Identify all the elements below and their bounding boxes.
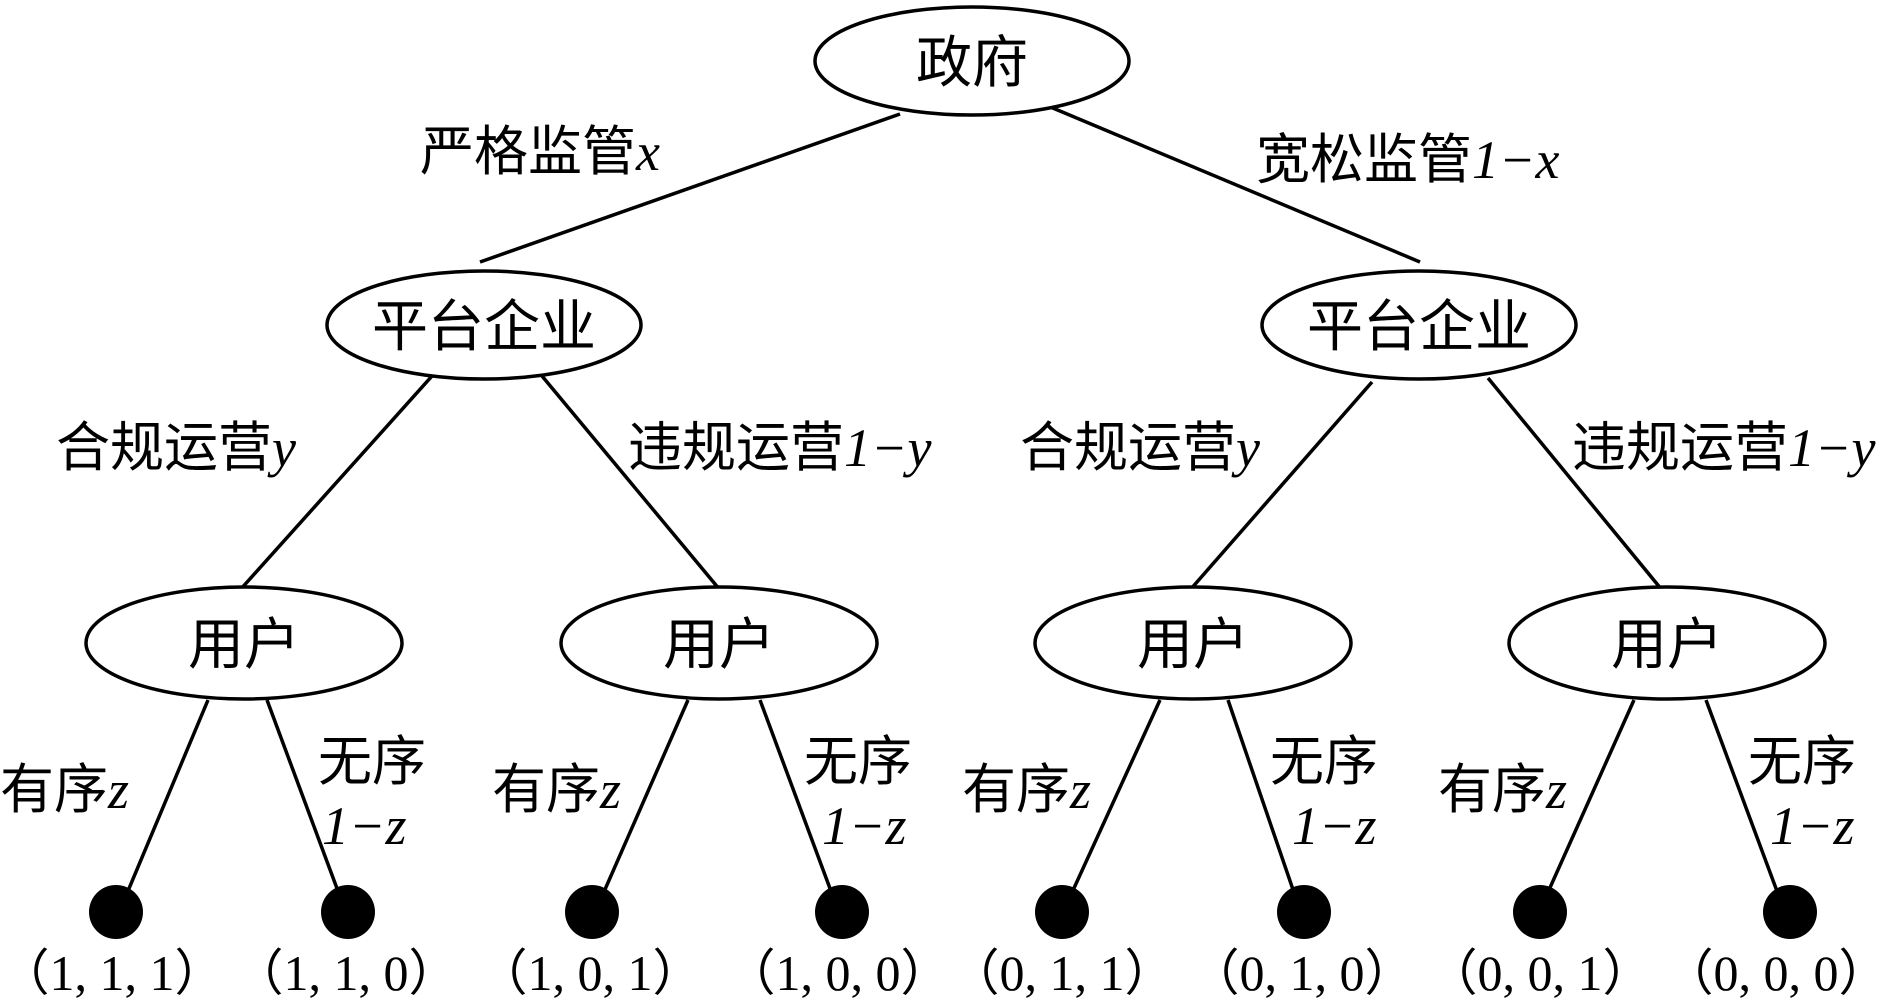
edge-label-violate-1: 违规运营1−y xyxy=(628,416,931,479)
payoff-labels: （1, 1, 1） （1, 1, 0） （1, 0, 1） （1, 0, 0） … xyxy=(0,945,1889,1001)
leaf-dot-5 xyxy=(1035,885,1089,939)
edge-l1a-right xyxy=(540,374,722,592)
edge-label-ordered-1: 有序z xyxy=(0,758,129,821)
payoff-6: （0, 1, 0） xyxy=(1190,945,1415,1001)
edge-label-loose: 宽松监管1−x xyxy=(1256,128,1559,191)
root-node xyxy=(813,5,1131,117)
platform-label-left: 平台企业 xyxy=(372,295,596,360)
edge-label-disordered-3: 无序 1−z xyxy=(1270,730,1395,856)
edge-label-ordered-3: 有序z xyxy=(962,758,1091,821)
edge-l2b-right xyxy=(758,699,840,911)
root-label: 政府 xyxy=(916,31,1028,96)
edge-label-violate-2: 违规运营1−y xyxy=(1572,416,1875,479)
platform-node-right xyxy=(1260,269,1578,381)
edge-l2d-left xyxy=(1538,699,1636,911)
edge-labels: 严格监管x 宽松监管1−x 合规运营y 违规运营1−y 合规运营y 违规运营1−… xyxy=(0,120,1875,856)
edge-l1b-left xyxy=(1188,380,1374,592)
edge-label-ordered-2: 有序z xyxy=(492,758,621,821)
edge-label-ordered-4: 有序z xyxy=(1438,758,1567,821)
leaf-dot-4 xyxy=(815,885,869,939)
edge-label-compliant-1: 合规运营y xyxy=(56,416,296,479)
user-label-4: 用户 xyxy=(1611,613,1723,678)
user-node-1 xyxy=(84,585,404,701)
payoff-5: （0, 1, 1） xyxy=(950,945,1175,1001)
leaf-dot-3 xyxy=(565,885,619,939)
tree-edges xyxy=(118,104,1786,911)
edge-label-strict: 严格监管x xyxy=(420,120,660,183)
node-labels: 政府 平台企业 平台企业 用户 用户 用户 用户 xyxy=(188,31,1723,678)
user-label-2: 用户 xyxy=(663,613,775,678)
payoff-1: （1, 1, 1） xyxy=(0,945,225,1001)
user-label-3: 用户 xyxy=(1137,613,1249,678)
leaf-dot-8 xyxy=(1763,885,1817,939)
edge-label-disordered-1: 无序 1−z xyxy=(318,730,443,856)
platform-label-right: 平台企业 xyxy=(1307,295,1531,360)
user-node-4 xyxy=(1507,585,1827,701)
edge-label-disordered-4: 无序 1−z xyxy=(1748,730,1873,856)
edge-label-disordered-2: 无序 1−z xyxy=(804,730,929,856)
payoff-7: （0, 0, 1） xyxy=(1428,945,1653,1001)
edge-l2c-right xyxy=(1226,699,1302,911)
payoff-4: （1, 0, 0） xyxy=(726,945,951,1001)
edge-l1b-right xyxy=(1486,376,1664,592)
user-node-2 xyxy=(559,585,879,701)
edge-l2b-left xyxy=(594,699,690,911)
edge-root-left xyxy=(479,112,901,264)
edge-label-compliant-2: 合规运营y xyxy=(1020,416,1260,479)
payoff-3: （1, 0, 1） xyxy=(478,945,703,1001)
leaf-dot-1 xyxy=(89,885,143,939)
payoff-8: （0, 0, 0） xyxy=(1664,945,1889,1001)
edge-l2a-right xyxy=(265,699,347,911)
leaf-dot-7 xyxy=(1513,885,1567,939)
platform-node-left xyxy=(325,269,643,381)
user-node-3 xyxy=(1033,585,1353,701)
edge-l2d-right xyxy=(1704,699,1786,911)
payoff-2: （1, 1, 0） xyxy=(234,945,459,1001)
leaf-dot-6 xyxy=(1277,885,1331,939)
leaf-dot-2 xyxy=(321,885,375,939)
edge-l1a-left xyxy=(238,374,434,592)
edge-root-right xyxy=(1047,104,1421,264)
leaf-dots xyxy=(89,885,1817,939)
user-label-1: 用户 xyxy=(188,613,300,678)
tree-nodes xyxy=(84,5,1827,701)
edge-l2a-left xyxy=(118,699,210,911)
edge-l2c-left xyxy=(1062,699,1162,911)
